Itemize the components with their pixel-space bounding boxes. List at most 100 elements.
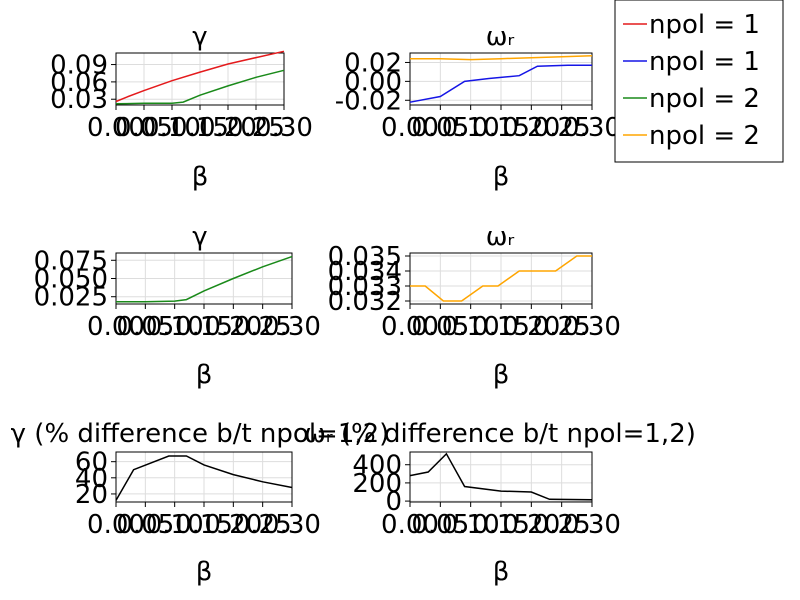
x-tick-label: 0.00	[87, 312, 145, 342]
y-tick-label: 0.06	[50, 68, 108, 98]
series-line-2	[410, 55, 593, 61]
x-tick-label: 0.05	[116, 312, 174, 342]
x-tick-label: 0.15	[472, 312, 530, 342]
x-tick-label: 0.20	[199, 113, 257, 143]
series-line-2	[115, 69, 285, 105]
y-tick-label: 0.03	[50, 85, 108, 115]
series-line-1	[116, 255, 293, 303]
x-tick-label: 0.10	[143, 113, 201, 143]
x-axis-label: β	[196, 360, 213, 390]
x-tick-label: 0.25	[234, 312, 292, 342]
x-tick-label: 0.00	[381, 510, 439, 540]
y-tick-label: 0.075	[34, 246, 108, 276]
subplot-2: 0.000.050.100.150.200.250.30-0.020.000.0…	[335, 22, 621, 192]
series-line-1	[115, 50, 285, 103]
x-tick-label: 0.30	[263, 312, 321, 342]
x-tick-label: 0.25	[533, 510, 591, 540]
y-tick-label: 0.02	[344, 48, 402, 78]
y-tick-label: 60	[75, 448, 108, 478]
y-tick-label: 0.09	[50, 51, 108, 81]
x-tick-label: 0.30	[563, 312, 621, 342]
x-tick-label: 0.10	[442, 113, 500, 143]
x-axis-label: β	[192, 162, 209, 192]
subplot-title: ωᵣ (% difference b/t npol=1,2)	[304, 419, 696, 449]
subplot-1: 0.000.050.100.150.200.250.30 0.030.060.09…	[50, 22, 313, 192]
subplot-title: γ	[192, 222, 207, 252]
x-tick-label: 0.25	[227, 113, 285, 143]
plot-border	[115, 451, 293, 503]
x-tick-label: 0.05	[115, 113, 173, 143]
x-tick-label: 0.10	[146, 510, 204, 540]
x-tick-label: 0.00	[381, 113, 439, 143]
x-tick-label: 0.15	[472, 113, 530, 143]
legend: npol = 1 npol = 1 npol = 2 npol = 2	[614, 0, 784, 163]
x-tick-label: 0.20	[502, 113, 560, 143]
x-tick-label: 0.30	[563, 113, 621, 143]
x-tick-label: 0.05	[411, 312, 469, 342]
series-line-1	[410, 255, 592, 302]
x-tick-label: 0.15	[175, 312, 233, 342]
x-tick-label: 0.00	[381, 312, 439, 342]
x-tick-label: 0.10	[442, 312, 500, 342]
x-tick-label: 0.30	[255, 113, 313, 143]
y-tick-label: -0.02	[335, 86, 402, 116]
x-tick-label: 0.30	[263, 510, 321, 540]
y-tick-label: 0.035	[328, 242, 402, 272]
x-tick-label: 0.00	[87, 113, 145, 143]
x-axis-label: β	[196, 557, 213, 587]
x-tick-label: 0.05	[411, 510, 469, 540]
plot-border	[409, 451, 593, 503]
x-tick-label: 0.20	[204, 312, 262, 342]
y-tick-label: 0	[385, 487, 402, 517]
subplot-title: γ	[192, 22, 207, 52]
x-tick-label: 0.20	[502, 312, 560, 342]
x-axis-label: β	[493, 557, 510, 587]
x-tick-label: 0.25	[533, 113, 591, 143]
y-tick-label: 0.050	[34, 265, 108, 295]
subplot-title: γ (% difference b/t npol=1,2)	[11, 419, 390, 449]
y-tick-label: 400	[352, 451, 402, 481]
subplot-4: 0.000.050.100.150.200.250.30 0.0320.0330.…	[328, 222, 621, 390]
legend-label: npol = 1	[649, 10, 760, 40]
series-line-1	[409, 452, 593, 501]
x-tick-label: 0.10	[146, 312, 204, 342]
x-tick-label: 0.15	[171, 113, 229, 143]
x-tick-label: 0.05	[116, 510, 174, 540]
plot-border	[115, 52, 285, 106]
y-tick-label: 200	[352, 469, 402, 499]
x-tick-label: 0.20	[502, 510, 560, 540]
y-tick-label: 0.033	[328, 272, 402, 302]
x-tick-label: 0.25	[533, 312, 591, 342]
x-tick-label: 0.15	[472, 510, 530, 540]
legend-label: npol = 2	[649, 121, 760, 151]
y-tick-label: 0.00	[344, 67, 402, 97]
plot-border	[409, 252, 593, 305]
y-tick-label: 0.034	[328, 257, 402, 287]
y-tick-label: 20	[75, 480, 108, 510]
x-tick-label: 0.20	[204, 510, 262, 540]
plot-border	[115, 252, 293, 305]
x-tick-label: 0.30	[563, 510, 621, 540]
x-axis-label: β	[493, 360, 510, 390]
x-tick-label: 0.00	[87, 510, 145, 540]
series-line-1	[115, 455, 293, 501]
plot-border	[409, 52, 593, 106]
subplot-title: ωᵣ	[486, 222, 515, 252]
x-tick-label: 0.15	[175, 510, 233, 540]
x-axis-label: β	[493, 162, 510, 192]
x-tick-label: 0.25	[234, 510, 292, 540]
series-line-1	[409, 64, 592, 103]
y-tick-label: 0.025	[34, 283, 108, 313]
legend-label: npol = 1	[649, 47, 760, 77]
subplot-title: ωᵣ	[486, 22, 515, 52]
x-tick-label: 0.05	[411, 113, 469, 143]
legend-label: npol = 2	[649, 84, 760, 114]
y-tick-label: 0.032	[328, 287, 402, 317]
x-tick-label: 0.10	[442, 510, 500, 540]
subplot-3: 0.000.050.100.150.200.250.30 0.0250.0500.…	[34, 222, 321, 390]
y-tick-label: 40	[75, 464, 108, 494]
